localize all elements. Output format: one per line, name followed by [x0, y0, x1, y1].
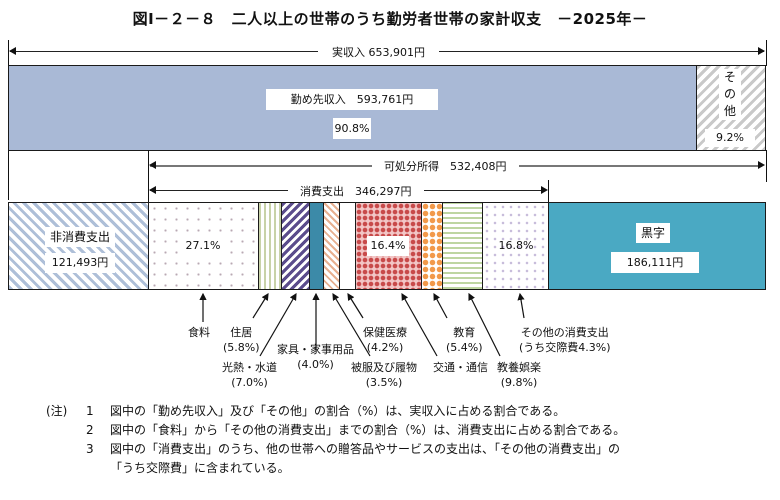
category-utilities-name: 光熱・水道 — [222, 361, 277, 374]
consumption-label: 消費支出 346,297円 — [288, 183, 424, 199]
category-medical: 保健医療 (4.2%) — [363, 325, 407, 355]
note-row: 2 図中の「食料」から「その他の消費支出」までの割合（%）は、消費支出に占める割… — [46, 421, 625, 440]
category-culture-pct: (9.8%) — [500, 376, 538, 389]
note-number — [86, 459, 110, 478]
other-income-char: の — [723, 87, 736, 101]
segment-surplus: 黒字 186,111円 — [548, 202, 766, 290]
segment-other-income: そ の 他 9.2% — [696, 65, 766, 151]
category-housing-pct: (5.8%) — [223, 341, 260, 354]
consumption-end-line — [548, 180, 549, 202]
category-culture-name: 教養娯楽 — [497, 361, 541, 374]
note-number: 1 — [86, 404, 94, 418]
disposable-income-label: 可処分所得 532,408円 — [372, 158, 519, 174]
other-income-char: 他 — [723, 104, 736, 118]
segment-culture — [442, 202, 483, 290]
note-text: 図中の「食料」から「その他の消費支出」までの割合（%）は、消費支出に占める割合で… — [110, 423, 626, 437]
note-text: 図中の「消費支出」のうち、他の世帯への贈答品やサービスの支出は、「その他の消費支… — [110, 442, 621, 456]
category-other-pct: (うち交際費4.3%) — [519, 341, 611, 354]
note-text: 図中の「勤め先収入」及び「その他」の割合（%）は、実収入に占める割合である。 — [110, 404, 566, 418]
arrow-left-icon — [149, 186, 156, 194]
food-pct: 27.1% — [182, 237, 224, 255]
category-education-pct: (5.4%) — [446, 341, 483, 354]
category-education-name: 教育 — [453, 326, 476, 339]
category-medical-name: 保健医療 — [363, 326, 407, 339]
non-consumption-value: 121,493円 — [45, 253, 115, 273]
note-head: (注) — [46, 404, 68, 418]
actual-income-label: 実収入 653,901円 — [318, 44, 439, 60]
note-row: (注) 1 図中の「勤め先収入」及び「その他」の割合（%）は、実収入に占める割合… — [46, 402, 625, 421]
category-furniture-pct: (4.0%) — [297, 358, 334, 371]
segment-other-consumption: 16.8% — [482, 202, 549, 290]
surplus-label: 黒字 — [636, 223, 670, 243]
category-culture: 教養娯楽 (9.8%) — [497, 360, 541, 390]
category-clothing-name: 被服及び履物 — [351, 361, 417, 374]
surplus-value: 186,111円 — [611, 252, 699, 273]
chart-title: 図Ⅰ－２－８ 二人以上の世帯のうち勤労者世帯の家計収支 －2025年－ — [132, 10, 648, 28]
category-clothing: 被服及び履物 (3.5%) — [351, 360, 417, 390]
category-furniture: 家具・家事用品 (4.0%) — [277, 342, 354, 372]
note-number: 2 — [86, 423, 94, 437]
category-clothing-pct: (3.5%) — [365, 376, 403, 389]
segment-food: 27.1% — [148, 202, 259, 290]
note-row: 3 図中の「消費支出」のうち、他の世帯への贈答品やサービスの支出は、「その他の消… — [46, 440, 625, 459]
arrow-left-icon — [149, 161, 156, 169]
category-furniture-name: 家具・家事用品 — [277, 343, 354, 356]
category-transport: 交通・通信 — [433, 360, 488, 375]
note-text: 「うち交際費」に含まれている。 — [110, 461, 290, 475]
category-housing-name: 住居 — [230, 326, 253, 339]
category-education: 教育 (5.4%) — [446, 325, 483, 355]
other-income-label: そ の 他 — [719, 69, 741, 120]
segment-wage-income: 勤め先収入 593,761円 90.8% — [8, 65, 697, 151]
arrow-right-icon — [541, 186, 548, 194]
notes: (注) 1 図中の「勤め先収入」及び「その他」の割合（%）は、実収入に占める割合… — [46, 402, 625, 478]
arrow-left-icon — [9, 47, 16, 55]
non-consumption-label: 非消費支出 — [45, 227, 115, 247]
category-food: 食料 — [188, 325, 210, 340]
category-food-name: 食料 — [188, 326, 210, 339]
arrow-right-icon — [758, 161, 765, 169]
transport-pct: 16.4% — [367, 236, 409, 256]
category-other-consumption: その他の消費支出 (うち交際費4.3%) — [519, 325, 611, 355]
arrow-right-icon — [758, 47, 765, 55]
category-medical-pct: (4.2%) — [366, 341, 404, 354]
other-income-char: そ — [723, 70, 736, 84]
category-utilities: 光熱・水道 (7.0%) — [222, 360, 277, 390]
category-utilities-pct: (7.0%) — [231, 376, 268, 389]
right-boundary-line — [766, 40, 767, 66]
note-number: 3 — [86, 442, 94, 456]
other-income-pct: 9.2% — [705, 129, 755, 147]
category-transport-name: 交通・通信 — [433, 361, 488, 374]
segment-non-consumption: 非消費支出 121,493円 — [8, 202, 149, 290]
category-housing: 住居 (5.8%) — [223, 325, 260, 355]
wage-income-label: 勤め先収入 593,761円 — [266, 89, 438, 110]
disposable-end-line — [766, 150, 767, 182]
other-consumption-pct: 16.8% — [498, 239, 534, 252]
wage-income-pct: 90.8% — [333, 118, 371, 139]
category-other-name: その他の消費支出 — [520, 326, 609, 339]
note-row: 「うち交際費」に含まれている。 — [46, 459, 625, 478]
